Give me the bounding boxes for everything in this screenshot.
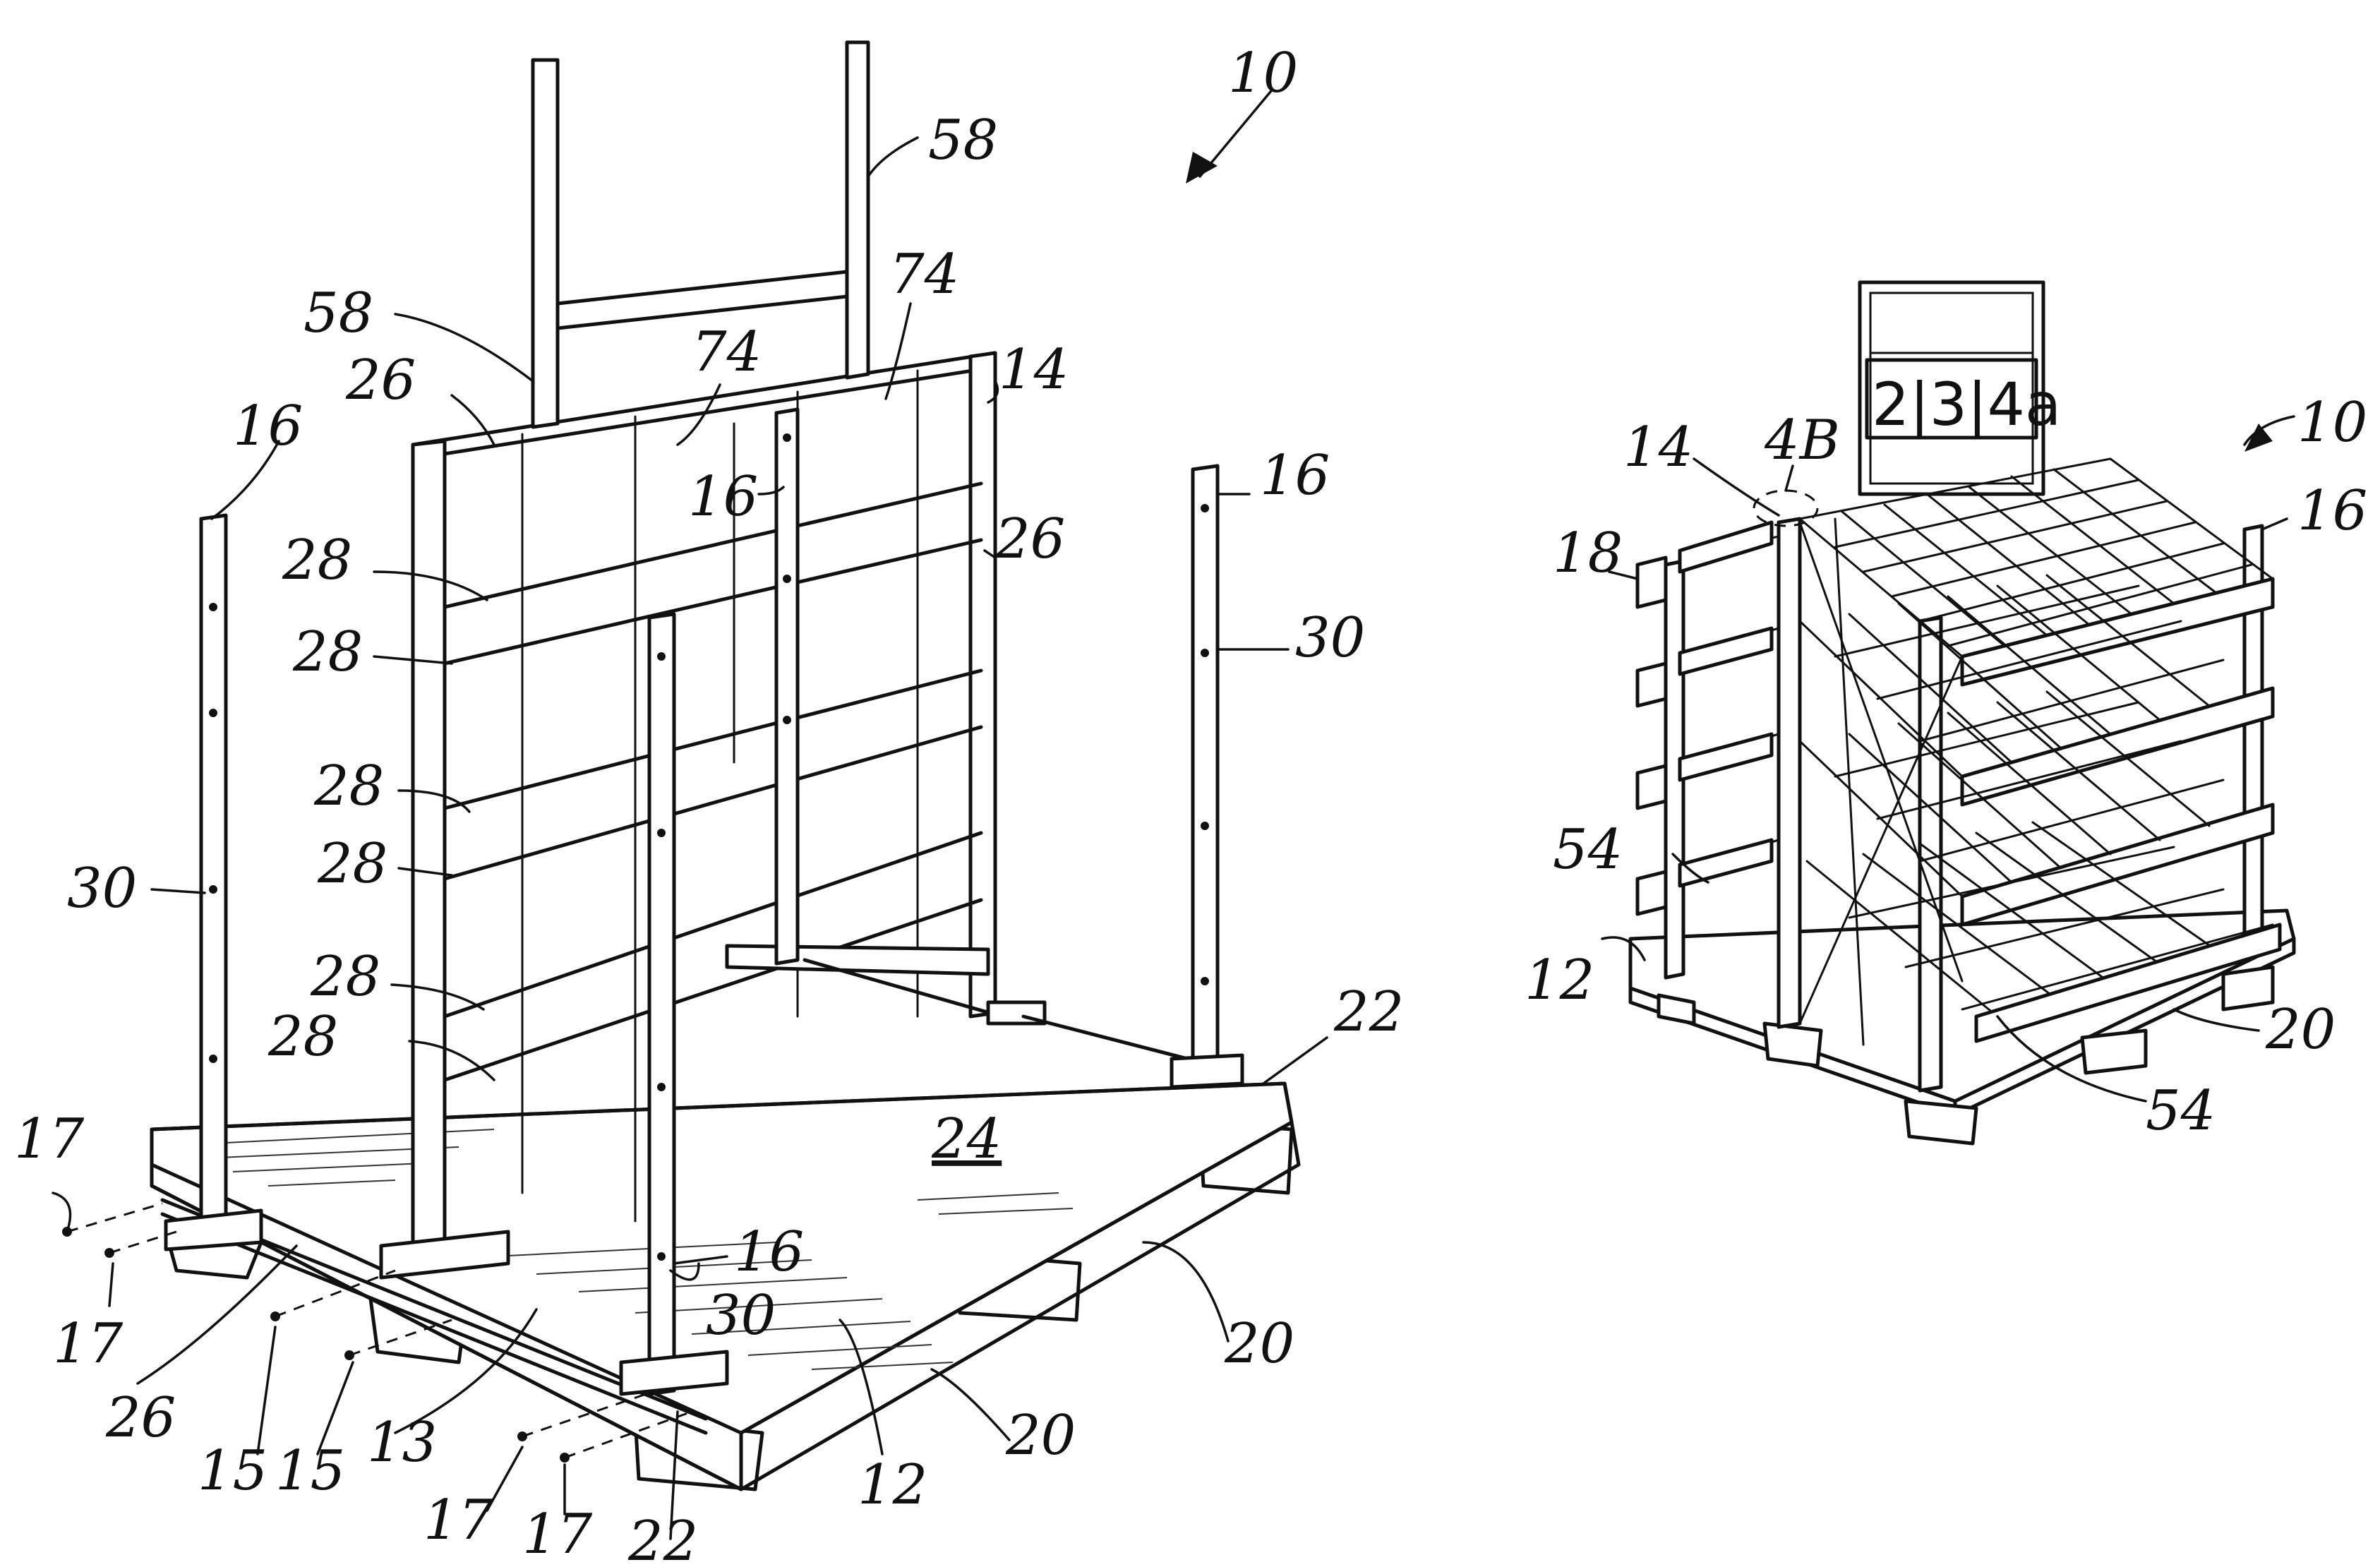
ref-4b: 4B bbox=[1764, 409, 1840, 472]
ref-15-b: 15 bbox=[275, 1439, 345, 1503]
right-display-assembly: 2|3|4a bbox=[1525, 282, 2367, 1143]
ref-12: 12 bbox=[858, 1453, 927, 1517]
ref-20-bottom: 20 bbox=[1005, 1404, 1076, 1467]
ref-16-right: 16 bbox=[1260, 444, 1330, 508]
ref-17-c: 17 bbox=[423, 1489, 494, 1552]
ref-26-right: 26 bbox=[994, 508, 1065, 571]
ref-17-b: 17 bbox=[53, 1312, 124, 1376]
ref-74-right: 74 bbox=[889, 243, 959, 306]
ref-16-center: 16 bbox=[688, 465, 758, 529]
ref-10: 10 bbox=[1228, 42, 1298, 105]
ref-26-top: 26 bbox=[345, 349, 416, 412]
ref-20-right-fig: 20 bbox=[2265, 998, 2336, 1062]
sign-holder bbox=[533, 42, 868, 762]
ref-17-d: 17 bbox=[522, 1503, 593, 1566]
side-brackets bbox=[1637, 558, 1666, 914]
ref-30-front: 30 bbox=[706, 1284, 776, 1347]
ref-28-2: 28 bbox=[292, 620, 363, 684]
ref-18: 18 bbox=[1553, 522, 1623, 585]
sign-text: 2|3|4a bbox=[1872, 370, 2061, 439]
ref-28-1: 28 bbox=[282, 529, 352, 592]
price-sign: 2|3|4a bbox=[1860, 282, 2061, 494]
ref-16-front: 16 bbox=[734, 1220, 804, 1284]
ref-16-right-fig: 16 bbox=[2297, 479, 2367, 543]
ref-30-right: 30 bbox=[1295, 606, 1365, 670]
ref-20-right: 20 bbox=[1224, 1312, 1294, 1376]
ref-74-left: 74 bbox=[692, 320, 762, 384]
ref-54-left: 54 bbox=[1553, 818, 1623, 882]
ref-14-right: 14 bbox=[1623, 416, 1693, 479]
ref-54-bottom: 54 bbox=[2146, 1079, 2216, 1143]
ref-16-left: 16 bbox=[233, 395, 303, 458]
ref-22-bottom: 22 bbox=[627, 1510, 698, 1567]
ref-28-4: 28 bbox=[317, 832, 387, 896]
ref-13: 13 bbox=[367, 1411, 437, 1475]
ref-24: 24 bbox=[931, 1107, 1002, 1171]
ref-30-left: 30 bbox=[67, 857, 137, 920]
ref-58-top: 58 bbox=[928, 109, 998, 172]
ref-28-3: 28 bbox=[313, 755, 384, 818]
ref-26-bottom: 26 bbox=[105, 1386, 176, 1450]
ref-58-left: 58 bbox=[303, 282, 373, 345]
ref-14: 14 bbox=[999, 338, 1069, 402]
ref-28-6: 28 bbox=[268, 1005, 338, 1069]
ref-28-5: 28 bbox=[310, 945, 380, 1009]
arrow-10-left bbox=[1186, 152, 1218, 184]
left-display-assembly: 10 58 58 74 74 26 14 16 16 16 26 28 28 2… bbox=[14, 42, 1404, 1567]
ref-17-a: 17 bbox=[14, 1107, 85, 1171]
ref-10-right: 10 bbox=[2297, 391, 2367, 455]
ref-12-right: 12 bbox=[1525, 949, 1594, 1012]
ref-22-right: 22 bbox=[1333, 980, 1404, 1044]
ref-15-a: 15 bbox=[198, 1439, 268, 1503]
